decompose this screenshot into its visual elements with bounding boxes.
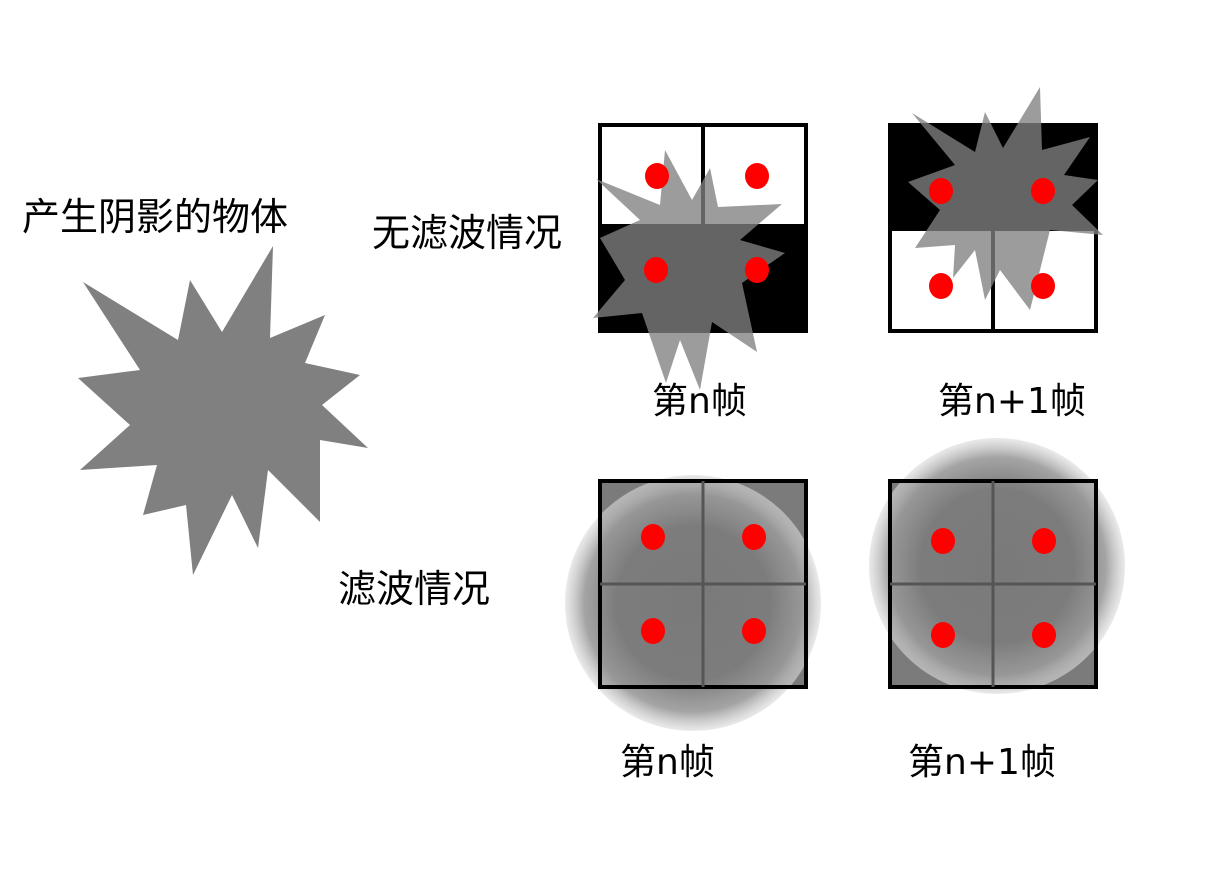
shadow-object-label: 产生阴影的物体 (22, 195, 289, 239)
frame-n1-nofilter (888, 87, 1103, 333)
filtered-shadow-blob (565, 475, 821, 731)
frame-n1-top-label: 第n+1帧 (938, 381, 1086, 422)
shadow-star-overlay (593, 150, 785, 390)
sample-dot (931, 622, 955, 648)
sample-dot (644, 257, 668, 283)
shadow-star-overlay (908, 87, 1103, 310)
sample-dot (641, 524, 665, 550)
frame-n1-bottom-label: 第n+1帧 (908, 742, 1056, 783)
sample-dot (1031, 178, 1055, 204)
sample-dot (745, 257, 769, 283)
sample-dot (929, 273, 953, 299)
sample-dot (1032, 528, 1056, 554)
frame-n-filtered (565, 475, 821, 731)
frame-n-nofilter (593, 123, 808, 390)
no-filter-case-label: 无滤波情况 (372, 211, 563, 255)
sample-dot (645, 163, 669, 189)
frame-n1-filtered (869, 438, 1125, 694)
sample-dot (929, 178, 953, 204)
sample-dot (745, 163, 769, 189)
sample-dot (742, 618, 766, 644)
shadow-object-star (78, 246, 368, 575)
frame-n-top-label: 第n帧 (652, 381, 747, 422)
frame-n-bottom-label: 第n帧 (620, 742, 715, 783)
sample-dot (742, 524, 766, 550)
sample-dot (931, 528, 955, 554)
filtered-shadow-blob (869, 438, 1125, 694)
sample-dot (641, 618, 665, 644)
sample-dot (1032, 622, 1056, 648)
filter-case-label: 滤波情况 (338, 567, 491, 611)
sample-dot (1031, 273, 1055, 299)
